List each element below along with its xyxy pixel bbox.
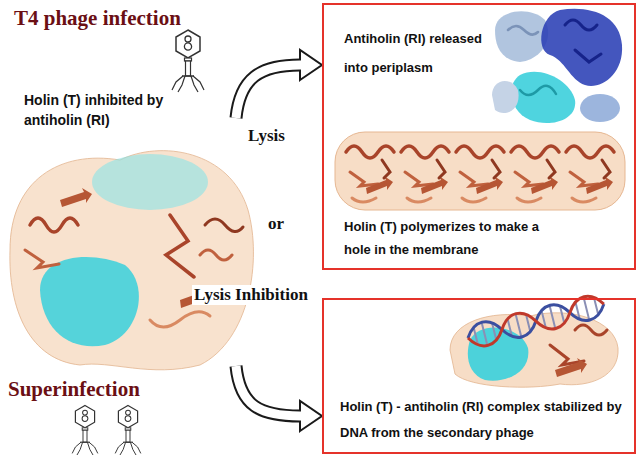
dna-complex-part-part [465,292,607,349]
holin-antiholin-complex-part [92,154,208,210]
antiholin-structure-part [495,11,548,62]
holin-antiholin-complex-part [200,250,232,260]
arrow-fill [236,65,302,118]
lysis-panel: Antiholin (RI) released into periplasmHo… [322,3,636,270]
node-text: Holin (T) - antiholin (RI) complex stabi… [340,394,625,446]
holin-antiholin-complex-part [150,312,210,327]
antiholin-structure-part [580,94,620,122]
arrow-label: Lysis [246,126,287,146]
holin-antiholin-complex-part [30,218,78,232]
phage-icons-part [172,30,204,92]
antiholin-structure [492,9,622,123]
antiholin-structure-part [541,9,622,86]
holin-polymer-part [346,146,394,202]
node-text: Antiholin (RI) released into periplasm [344,25,494,82]
holin-polymer-part [335,132,625,210]
antiholin-structure-part [508,26,538,35]
node-text: Holin (T) inhibited by antiholin (RI) [24,90,196,131]
dna-complex-part-part [465,292,607,349]
holin-polymer-part [456,146,504,202]
holin-antiholin-complex-part [40,257,139,346]
holin-polymer-part [511,146,559,202]
dna-complex-part [465,292,607,349]
curved-arrow [236,50,322,118]
phage-icons-part [72,405,98,455]
holin-polymer-part [401,146,449,202]
curved-arrow [236,366,322,431]
holin-antiholin-complex-part [10,151,254,370]
arrow-fill [236,366,302,416]
holin-polymer [335,132,625,210]
dna-complex [450,292,618,387]
text-label: or [266,214,286,234]
dna-complex-part [555,358,587,377]
inhibition-panel: Holin (T) - antiholin (RI) complex stabi… [322,298,636,454]
text-label: T4 phage infection [14,6,181,31]
arrow-label: Lysis Inhibition [192,285,310,305]
antiholin-structure-part [520,86,556,95]
arrow-head [300,50,322,80]
antiholin-structure-part [492,81,519,113]
holin-antiholin-complex-part [205,219,243,232]
complex-node: Holin (T) inhibited by antiholin (RI) [24,88,236,378]
holin-antiholin-complex-part [60,188,92,207]
holin-polymer-part [566,146,614,202]
antiholin-structure-part [511,72,575,123]
phage-icons-part [115,405,141,455]
holin-antiholin-complex-part [25,250,59,268]
text-label: Superinfection [8,377,140,402]
holin-antiholin-complex [10,151,254,370]
arrow-head [300,401,322,431]
node-text: Holin (T) polymerizes to make a hole in … [344,215,549,262]
holin-antiholin-complex-part [166,215,194,277]
antiholin-structure-part [565,20,601,62]
